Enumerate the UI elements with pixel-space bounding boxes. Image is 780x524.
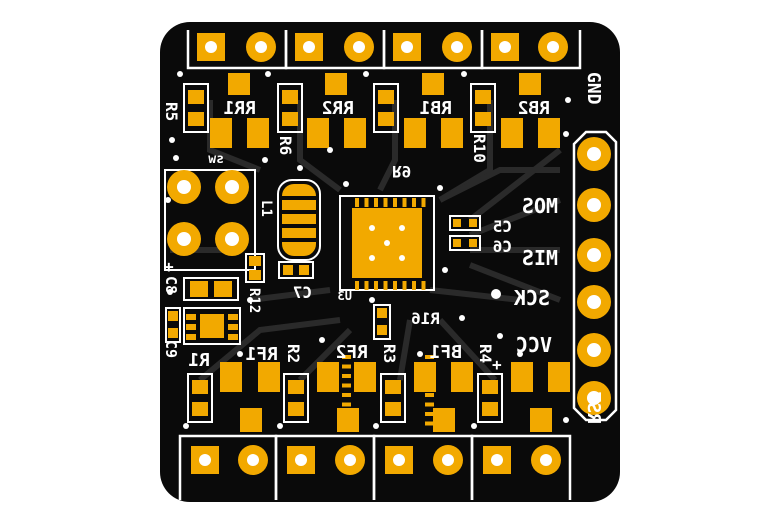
top-resistor-outlines bbox=[183, 83, 496, 133]
chip-pin bbox=[393, 281, 397, 290]
top-header-outline bbox=[186, 30, 582, 70]
trace-layer bbox=[170, 100, 562, 383]
resistor-r12 bbox=[245, 253, 265, 283]
inductor-l1 bbox=[277, 179, 321, 261]
chip-pin bbox=[342, 364, 351, 369]
capacitor-c7 bbox=[278, 261, 314, 279]
chip-pin bbox=[425, 421, 434, 426]
chip-pin bbox=[383, 281, 388, 290]
bottom-header-outline bbox=[178, 434, 572, 500]
bottom-resistor-outlines bbox=[187, 373, 503, 423]
chip-pin bbox=[402, 281, 407, 290]
label-gnd: GND bbox=[583, 72, 604, 105]
label-mis: MIS bbox=[522, 246, 558, 270]
chip-pin bbox=[425, 402, 434, 407]
label-rf1: RF1 bbox=[245, 344, 278, 365]
chip-pin bbox=[402, 198, 407, 207]
chip-pin bbox=[364, 281, 369, 290]
bottom-smd-pads bbox=[192, 362, 570, 432]
vias bbox=[165, 71, 571, 429]
chip-pin bbox=[412, 281, 416, 290]
chip-pin bbox=[355, 281, 359, 290]
chip-pin bbox=[425, 374, 434, 378]
regulator-sot bbox=[183, 307, 241, 345]
chip-pin bbox=[425, 364, 434, 369]
chip-pin bbox=[342, 421, 351, 426]
chip-pin bbox=[425, 412, 434, 416]
top-smd-pads bbox=[188, 73, 560, 148]
label-rb1: RB1 bbox=[419, 98, 452, 119]
chip-pin bbox=[421, 198, 426, 207]
chip-pin bbox=[342, 355, 351, 359]
silkscreen-labels: GND MOS MIS SCK VCC RST sw RR1 RR2 RB1 R… bbox=[162, 72, 604, 424]
label-sck: SCK bbox=[514, 286, 550, 310]
label-r16: R16 bbox=[411, 309, 440, 328]
chip-pin bbox=[421, 281, 426, 290]
chip-u3 bbox=[339, 195, 435, 426]
chip-pin bbox=[342, 412, 351, 416]
label-rr2: RR2 bbox=[321, 98, 354, 119]
chip-pin bbox=[412, 198, 416, 207]
label-r9: R9 bbox=[392, 162, 411, 181]
right-header bbox=[572, 130, 618, 422]
capacitors-c5-c6 bbox=[449, 215, 481, 251]
chip-pin bbox=[374, 198, 378, 207]
switch-pads bbox=[164, 169, 256, 271]
label-vcc: VCC bbox=[516, 333, 552, 357]
chip-pin bbox=[342, 393, 351, 397]
chip-pin bbox=[425, 383, 434, 388]
label-rst: RST bbox=[583, 391, 604, 424]
label-r10: R10 bbox=[470, 134, 489, 163]
capacitor-c9 bbox=[165, 307, 181, 343]
label-c9: C9 bbox=[162, 340, 180, 358]
label-plus-c8: + bbox=[164, 257, 174, 276]
label-c6: C6 bbox=[493, 237, 512, 256]
chip-pin bbox=[342, 402, 351, 407]
label-r2: R2 bbox=[284, 344, 303, 363]
label-rb2: RB2 bbox=[517, 98, 550, 119]
label-r12: R12 bbox=[246, 288, 262, 313]
chip-pin bbox=[342, 383, 351, 388]
resistor-r16 bbox=[373, 304, 391, 340]
label-l1: L1 bbox=[258, 200, 274, 217]
label-c5: C5 bbox=[493, 217, 512, 236]
label-c7: C7 bbox=[293, 283, 312, 302]
label-r4: R4 bbox=[476, 344, 495, 363]
label-u3: U3 bbox=[338, 289, 352, 303]
label-sw: sw bbox=[208, 152, 224, 167]
chip-pin bbox=[393, 198, 397, 207]
chip-pin bbox=[374, 281, 378, 290]
bottom-header-pads bbox=[191, 445, 561, 475]
label-r5: R5 bbox=[162, 102, 181, 121]
chip-pin bbox=[425, 355, 434, 359]
label-r3: R3 bbox=[380, 344, 399, 363]
label-rf2: RF2 bbox=[335, 342, 368, 363]
label-c8: C8 bbox=[162, 276, 180, 294]
chip-pin bbox=[342, 374, 351, 378]
label-bf1: BF1 bbox=[429, 342, 462, 363]
chip-pin bbox=[383, 198, 388, 207]
label-plus-r4: + bbox=[492, 355, 502, 374]
capacitor-c8 bbox=[183, 277, 239, 301]
chip-pin bbox=[425, 393, 434, 397]
label-r1: R1 bbox=[188, 350, 210, 371]
label-mos: MOS bbox=[522, 194, 558, 218]
chip-pin bbox=[355, 198, 359, 207]
label-r6: R6 bbox=[276, 136, 295, 155]
label-rr1: RR1 bbox=[223, 98, 256, 119]
top-header-pads bbox=[197, 32, 568, 62]
chip-pin bbox=[364, 198, 369, 207]
